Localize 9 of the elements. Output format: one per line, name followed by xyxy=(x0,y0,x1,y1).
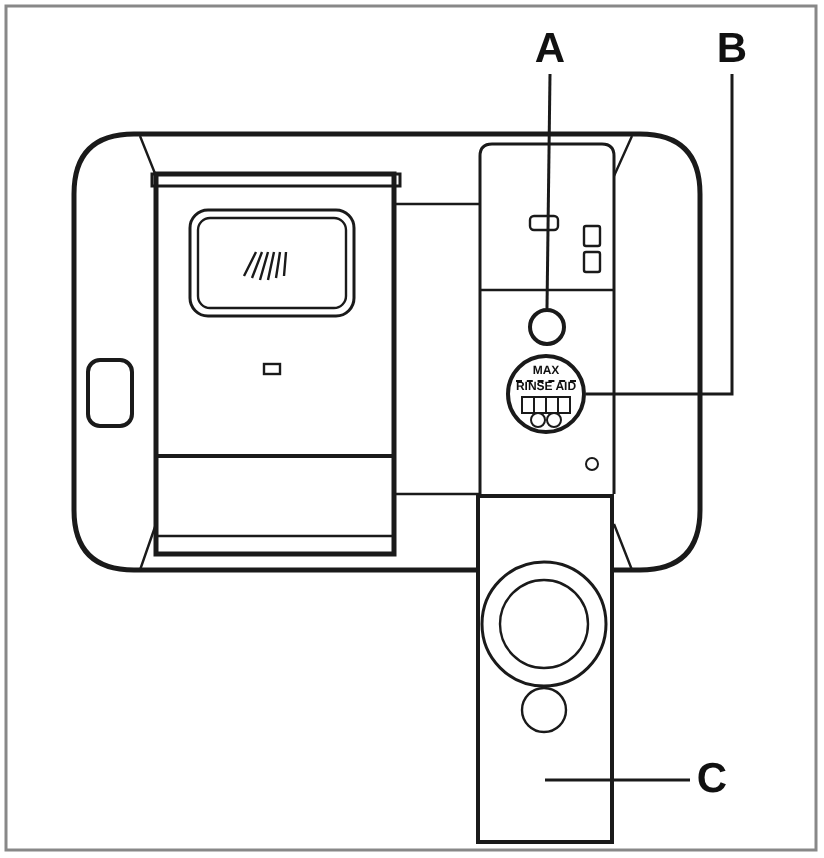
callout-letter: A xyxy=(530,28,570,72)
button xyxy=(528,308,566,346)
dispenser-flap xyxy=(476,494,614,844)
leader-line xyxy=(545,73,552,309)
callout-letter: B xyxy=(712,28,752,72)
leader-line xyxy=(545,778,690,782)
rinse-aid-indicator xyxy=(506,354,586,434)
callout-letter: C xyxy=(694,758,730,802)
leader-line xyxy=(586,74,734,396)
